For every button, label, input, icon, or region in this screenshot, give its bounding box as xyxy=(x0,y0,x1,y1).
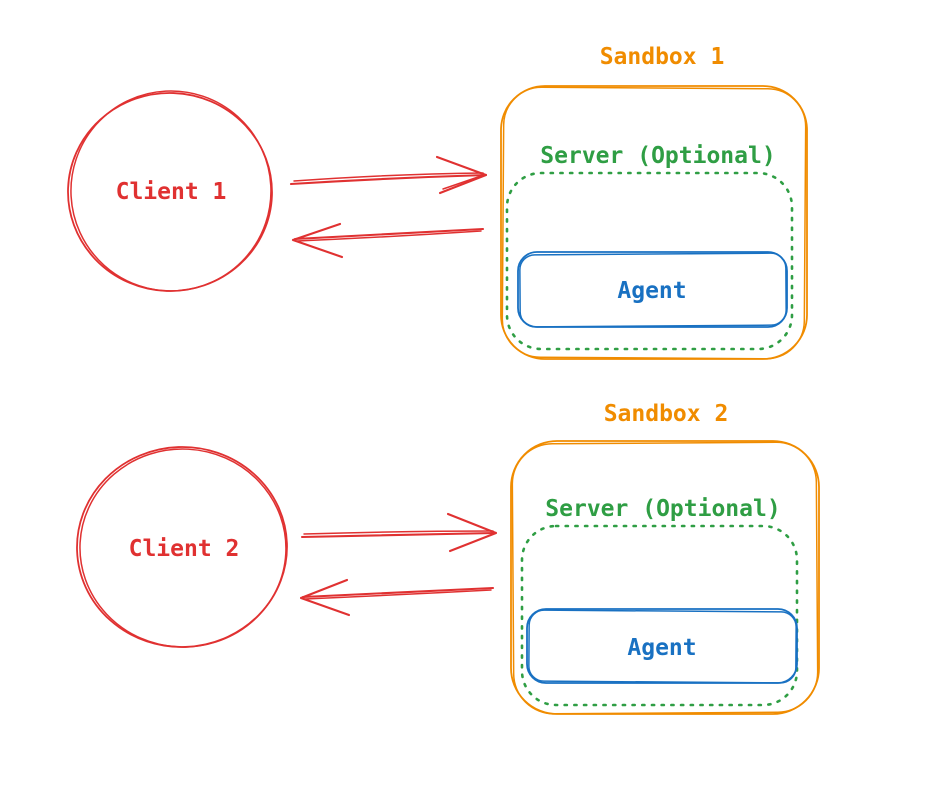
client-2-circle xyxy=(76,446,288,648)
agent-1-box-stroke-b xyxy=(519,252,787,328)
agent-1-box xyxy=(517,251,788,328)
agent-2-box-stroke-b xyxy=(528,609,797,684)
sandbox-2-box-stroke-b xyxy=(511,441,819,715)
agent-1-box-stroke-a xyxy=(517,251,788,328)
client-1-label: Client 1 xyxy=(116,179,227,205)
client-2-circle-stroke-b xyxy=(79,448,287,648)
arrow-shaft xyxy=(301,586,495,599)
pair-2: Client 2 Sandbox 2 Server (Optional) xyxy=(76,401,820,715)
arrow-shaft-sketch xyxy=(293,172,484,182)
arrow-shaft-sketch xyxy=(296,230,482,242)
arrow-sandbox1-to-client1 xyxy=(291,222,485,259)
arrow-shaft-sketch xyxy=(303,530,494,535)
sandbox-2-box-stroke-a xyxy=(510,440,820,715)
client-1-circle-stroke-b xyxy=(70,90,272,292)
sandbox-1-box xyxy=(500,85,808,360)
server-2-dotted-box xyxy=(520,524,799,707)
arrow-head xyxy=(299,578,351,617)
server-1-label: Server (Optional) xyxy=(540,143,775,169)
arrow-sandbox2-to-client2 xyxy=(299,578,495,617)
arrow-shaft xyxy=(293,227,485,241)
sandbox-1-box-stroke-b xyxy=(501,86,807,360)
server-2-label: Server (Optional) xyxy=(545,496,780,522)
server-1-dotted-box xyxy=(505,171,794,351)
sandbox-1-box-stroke-a xyxy=(500,85,808,360)
sandbox-2-box xyxy=(510,440,820,715)
pair-1: Client 1 Sandbox 1 Server (Option xyxy=(67,44,808,360)
client-1-circle xyxy=(67,90,273,292)
arrow-head xyxy=(446,512,498,553)
agent-2-box xyxy=(526,608,798,684)
arrow-client2-to-sandbox2 xyxy=(300,512,498,553)
arrow-head-sketch xyxy=(442,175,482,190)
arrow-head xyxy=(435,155,488,195)
arrow-shaft-sketch xyxy=(304,589,492,600)
sandbox-2-label: Sandbox 2 xyxy=(604,401,729,427)
agent-2-box-stroke-a xyxy=(526,608,798,684)
sandbox-1-label: Sandbox 1 xyxy=(600,44,725,70)
client-2-label: Client 2 xyxy=(129,536,240,562)
agent-2-label: Agent xyxy=(627,635,696,661)
arrow-shaft xyxy=(300,531,497,539)
arrow-shaft xyxy=(289,173,488,186)
arrow-client1-to-sandbox1 xyxy=(289,155,488,195)
agent-1-label: Agent xyxy=(617,278,686,304)
arrow-head xyxy=(291,222,344,259)
